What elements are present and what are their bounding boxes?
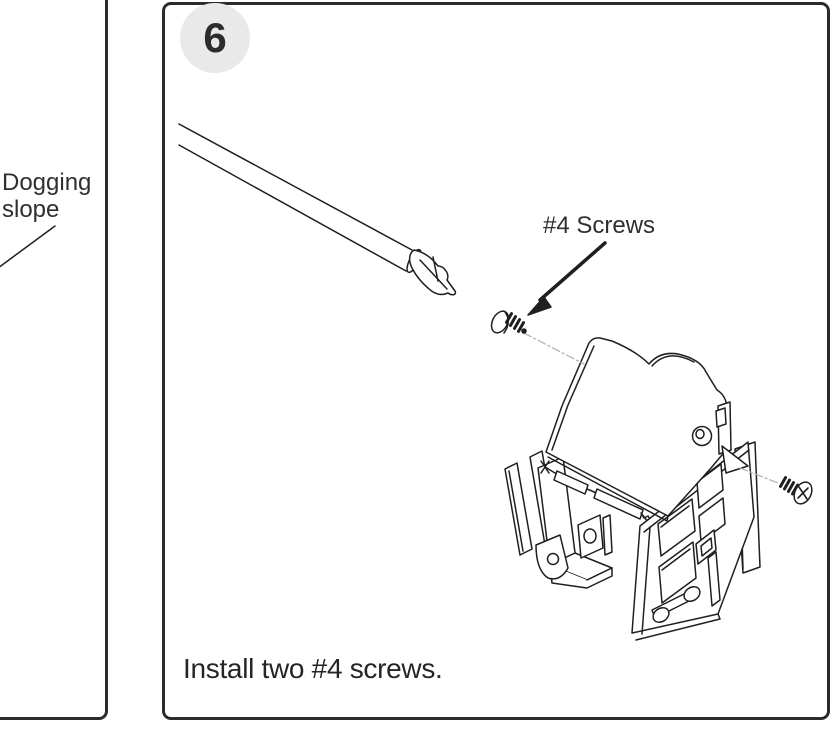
step-number-badge: 6 (180, 3, 250, 73)
step-caption: Install two #4 screws. (183, 653, 443, 684)
dogging-slope-label-line1: Dogging (2, 169, 92, 196)
dogging-slope-label: Dogging slope (2, 169, 91, 223)
step-6-panel (162, 2, 830, 720)
dogging-slope-label-line2: slope (2, 196, 60, 224)
screw-callout-label: #4 Screws (543, 212, 656, 239)
previous-step-panel (0, 0, 108, 720)
